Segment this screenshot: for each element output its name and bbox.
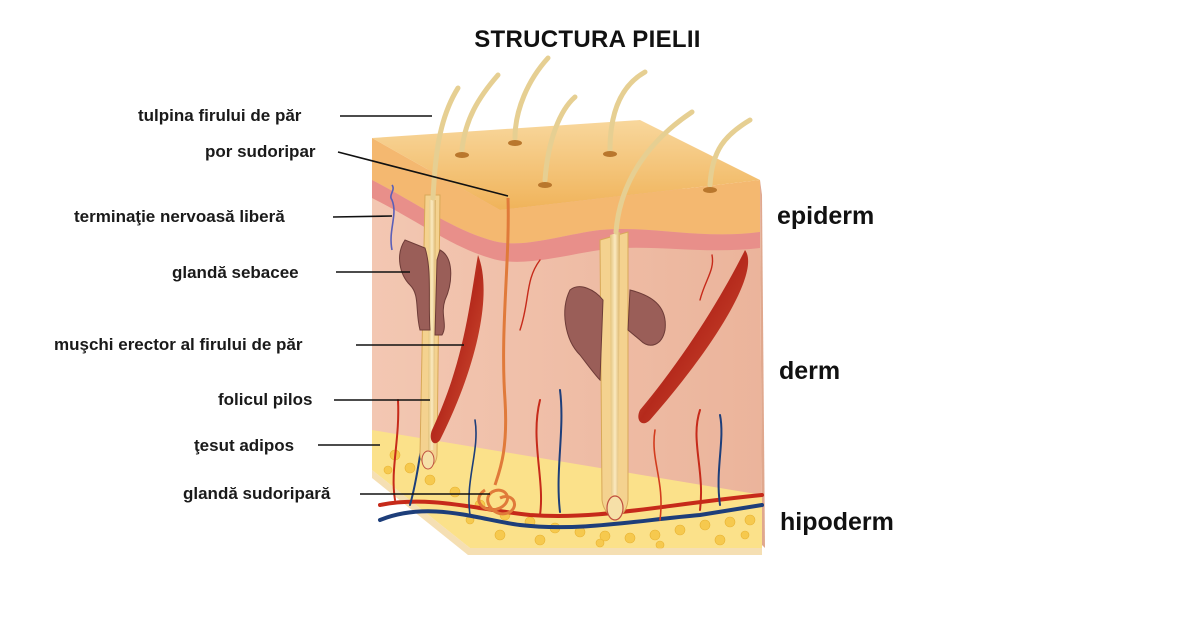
label-adipose-tissue: ţesut adipos bbox=[194, 436, 295, 455]
label-sweat-gland: glandă sudoripară bbox=[183, 484, 331, 503]
epidermis-top-surface bbox=[372, 120, 760, 210]
skin-block-side-face bbox=[760, 180, 765, 548]
label-sebaceous-gland: glandă sebacee bbox=[172, 263, 299, 282]
label-arrector-muscle: muşchi erector al firului de păr bbox=[54, 335, 303, 354]
leader-line-sweat-pore bbox=[337, 151, 509, 197]
arrector-muscle-left bbox=[430, 255, 484, 444]
label-sweat-pore: por sudoripar bbox=[205, 142, 316, 161]
layer-label-hypodermis: hipoderm bbox=[780, 508, 894, 536]
sweat-duct bbox=[493, 197, 510, 486]
diagram-title: STRUCTURA PIELII bbox=[474, 26, 701, 53]
hair-shafts bbox=[430, 55, 753, 235]
label-hair-shaft: tulpina firului de păr bbox=[138, 106, 302, 125]
layer-label-epidermis: epiderm bbox=[777, 202, 875, 230]
skin-block bbox=[372, 120, 765, 555]
epidermis-basal-layer bbox=[372, 180, 760, 262]
label-leader-lines bbox=[318, 115, 509, 495]
epidermis-front-layer bbox=[372, 138, 760, 244]
hair-openings bbox=[455, 140, 717, 193]
sebaceous-glands bbox=[399, 239, 666, 382]
sweat-gland-structure bbox=[477, 197, 516, 516]
layer-label-dermis: derm bbox=[779, 357, 841, 385]
label-hair-follicle: folicul pilos bbox=[218, 390, 313, 409]
fat-cells bbox=[383, 449, 756, 550]
label-nerve-ending: terminaţie nervoasă liberă bbox=[74, 207, 285, 226]
arrector-muscle-right bbox=[638, 250, 749, 424]
blood-vessels bbox=[378, 254, 764, 530]
sweat-gland-coil bbox=[477, 488, 516, 516]
nerve-ending bbox=[390, 184, 395, 251]
dermis-region bbox=[372, 165, 762, 530]
hair-follicle-right bbox=[599, 231, 629, 521]
leader-line-nerve-ending bbox=[332, 215, 393, 218]
